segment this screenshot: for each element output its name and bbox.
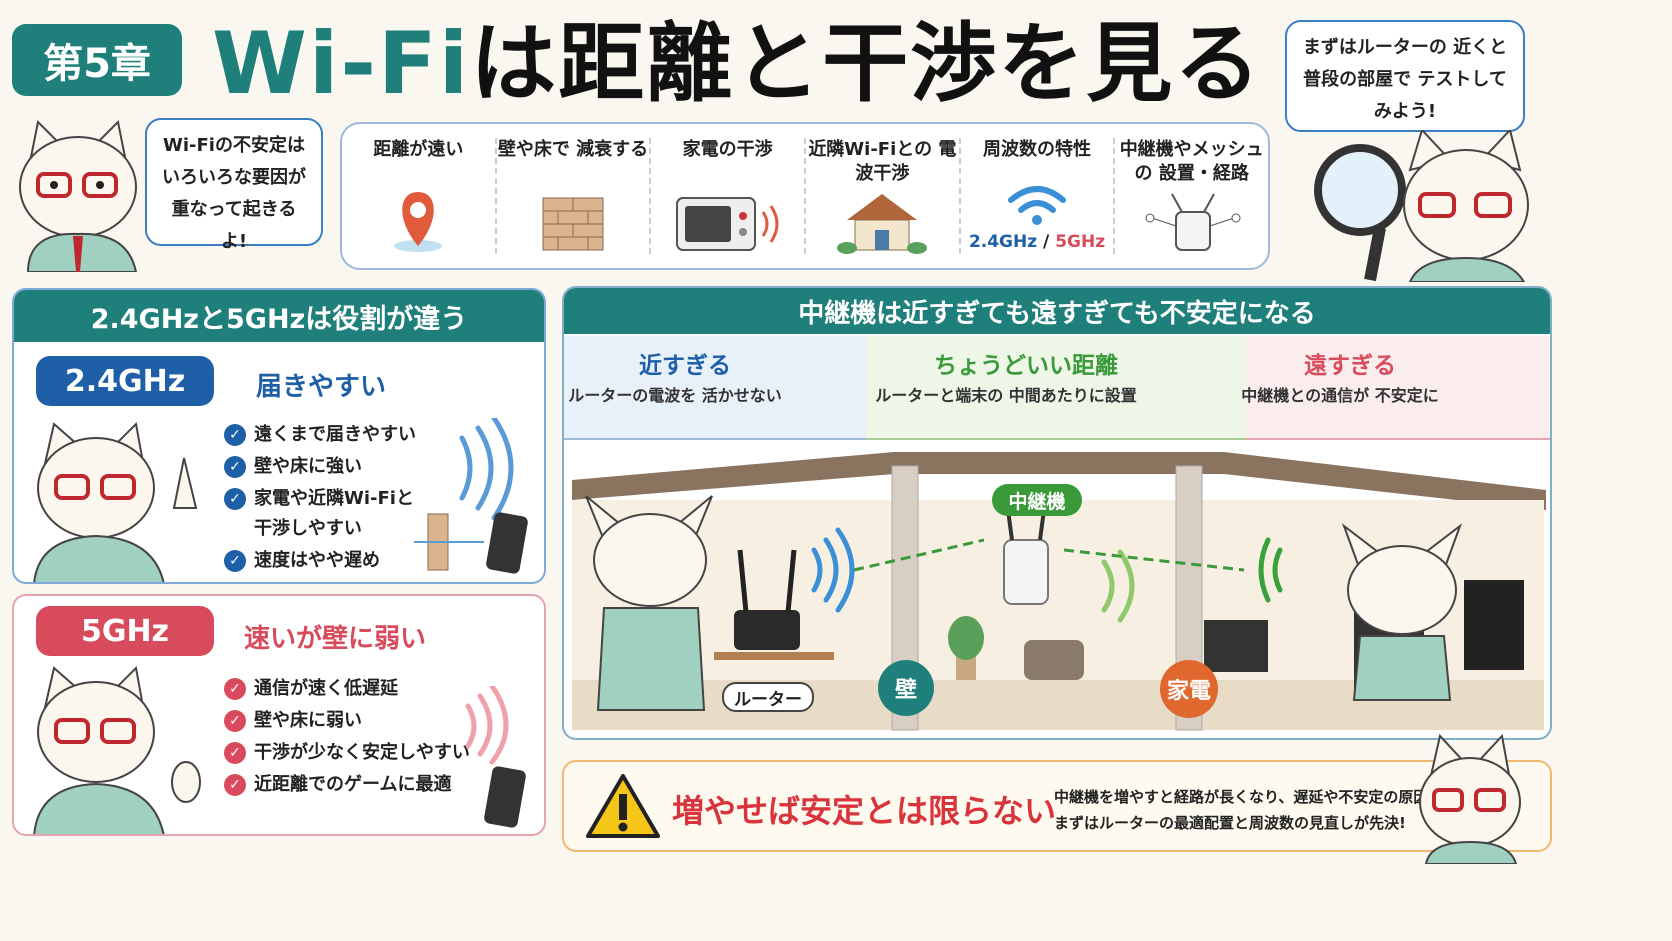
zone-desc: ルーターの電波を 活かせない: [568, 386, 782, 405]
cause-label: 周波数の特性: [983, 139, 1092, 160]
list-item: ✓遠くまで届きやすい: [224, 420, 424, 450]
cause-label: 距離が遠い: [373, 139, 464, 160]
band-5-subtitle: 速いが壁に弱い: [244, 624, 427, 654]
check-icon: ✓: [224, 710, 246, 732]
cause-frequency: 周波数の特性 2.4GHz / 5GHz: [961, 138, 1116, 254]
band-5-points: ✓通信が速く低遅延 ✓壁や床に弱い ✓干渉が少なく安定しやすい ✓近距離でのゲー…: [224, 674, 484, 802]
cat-corner-illustration: [1419, 733, 1521, 864]
check-icon: ✓: [224, 550, 246, 572]
band-24-subtitle: 届きやすい: [256, 372, 387, 402]
cause-label: 近隣Wi-Fiとの 電波干渉: [808, 139, 957, 184]
warning-icon: [586, 774, 660, 838]
warning-title: 増やせば安定とは限らない: [672, 792, 1057, 830]
list-item: ✓干渉が少なく安定しやすい: [224, 738, 484, 768]
check-icon: ✓: [224, 678, 246, 700]
band-5-label: 5GHz: [1055, 232, 1106, 252]
title-rest: は距離と干渉を見る: [470, 14, 1263, 114]
cat-mascot-illustration: [19, 119, 138, 272]
cat-magnifier-illustration: [1314, 130, 1529, 282]
house-icon: [837, 194, 928, 254]
cause-neighbor-wifi: 近隣Wi-Fiとの 電波干渉: [806, 138, 961, 254]
repeater-label: 中継機: [992, 484, 1082, 516]
brick-wall-icon: [542, 197, 604, 251]
zone-title: ちょうどいい距離: [934, 353, 1118, 379]
warning-desc: 中継機を増やすと経路が長くなり、遅延や不安定の原因に。 まずはルーターの最適配置…: [1054, 784, 1458, 836]
zone-desc: ルーターと端末の 中間あたりに設置: [875, 386, 1137, 405]
warning-panel: 増やせば安定とは限らない 中継機を増やすと経路が長くなり、遅延や不安定の原因に。…: [562, 760, 1552, 852]
list-item: ✓通信が速く低遅延: [224, 674, 484, 704]
title-wifi: Wi-Fi: [212, 14, 471, 114]
wifi-icon: [1008, 186, 1067, 225]
band-24-label: 2.4GHz: [968, 232, 1038, 252]
zone-title: 近すぎる: [639, 353, 731, 379]
chapter-badge: 第5章: [12, 24, 182, 96]
cause-label: 壁や床で 減衰する: [497, 139, 649, 160]
cat-thumbsup-illustration: [33, 665, 201, 834]
band-24-panel: 2.4GHzと5GHzは役割が違う 2.4GHz 届きやすい ✓遠くまで届きやす…: [12, 288, 546, 584]
causes-panel: 距離が遠い 壁や床で 減衰する 家電の干渉 近隣Wi-Fiとの 電波干渉 周波数…: [340, 122, 1270, 270]
check-icon: ✓: [224, 488, 246, 510]
warning-line-1: 中継機を増やすと経路が長くなり、遅延や不安定の原因に。: [1054, 788, 1459, 806]
weak-signal-phone-illustration: [465, 686, 526, 828]
band-5-panel: 5GHz 速いが壁に弱い ✓通信が速く低遅延 ✓壁や床に弱い ✓干渉が少なく安定…: [12, 594, 546, 836]
router-label: ルーター: [722, 682, 814, 712]
warning-line-2: まずはルーターの最適配置と周波数の見直しが先決!: [1054, 814, 1406, 832]
signal-through-wall-illustration: [414, 418, 528, 574]
cause-wall: 壁や床で 減衰する: [497, 138, 652, 254]
repeater-panel: 中継機は近すぎても遠すぎても不安定になる 近すぎる ルーターの電波を 活かせない…: [562, 286, 1552, 740]
check-icon: ✓: [224, 424, 246, 446]
band-24-pill: 2.4GHz: [36, 356, 214, 406]
bubble-right: まずはルーターの 近くと普段の部屋で テストしてみよう!: [1285, 20, 1525, 132]
check-icon: ✓: [224, 774, 246, 796]
bands-header: 2.4GHzと5GHzは役割が違う: [14, 290, 544, 342]
cause-distance: 距離が遠い: [342, 138, 497, 254]
microwave-icon: [675, 197, 779, 251]
band-separator: /: [1037, 232, 1056, 252]
list-item: ✓家電や近隣Wi-Fiと 干渉しやすい: [224, 484, 424, 544]
zone-just-right: ちょうどいい距離 ルーターと端末の 中間あたりに設置: [866, 336, 1246, 440]
zone-desc: 中継機との通信が 不安定に: [1241, 386, 1439, 405]
cat-pointing-illustration: [33, 421, 198, 582]
band-5-pill: 5GHz: [36, 606, 214, 656]
repeater-icon: [1145, 193, 1241, 251]
cause-label: 家電の干渉: [682, 139, 773, 160]
list-item: ✓近距離でのゲームに最適: [224, 770, 484, 800]
list-item: ✓壁や床に強い: [224, 452, 424, 482]
check-icon: ✓: [224, 456, 246, 478]
page-title: Wi-Fiは距離と干渉を見る: [212, 14, 1262, 114]
list-item: ✓壁や床に弱い: [224, 706, 484, 736]
check-icon: ✓: [224, 742, 246, 764]
cause-label: 中継機やメッシュの 設置・経路: [1119, 139, 1264, 184]
zone-too-far: 遠すぎる 中継機との通信が 不安定に: [1241, 336, 1550, 440]
map-pin-icon: [394, 192, 443, 252]
zone-too-close: 近すぎる ルーターの電波を 活かせない: [564, 336, 866, 440]
cause-appliance: 家電の干渉: [651, 138, 807, 254]
cause-repeater: 中継機やメッシュの 設置・経路: [1115, 138, 1268, 254]
repeater-header: 中継機は近すぎても遠すぎても不安定になる: [564, 288, 1550, 334]
bubble-left: Wi-Fiの不安定は いろいろな要因が 重なって起きるよ!: [145, 118, 323, 252]
list-item: ✓速度はやや遅め: [224, 546, 424, 576]
zone-title: 遠すぎる: [1304, 353, 1396, 379]
appliance-tag: 家電: [1160, 660, 1218, 718]
band-24-points: ✓遠くまで届きやすい ✓壁や床に強い ✓家電や近隣Wi-Fiと 干渉しやすい ✓…: [224, 420, 424, 578]
wall-tag: 壁: [878, 660, 934, 716]
